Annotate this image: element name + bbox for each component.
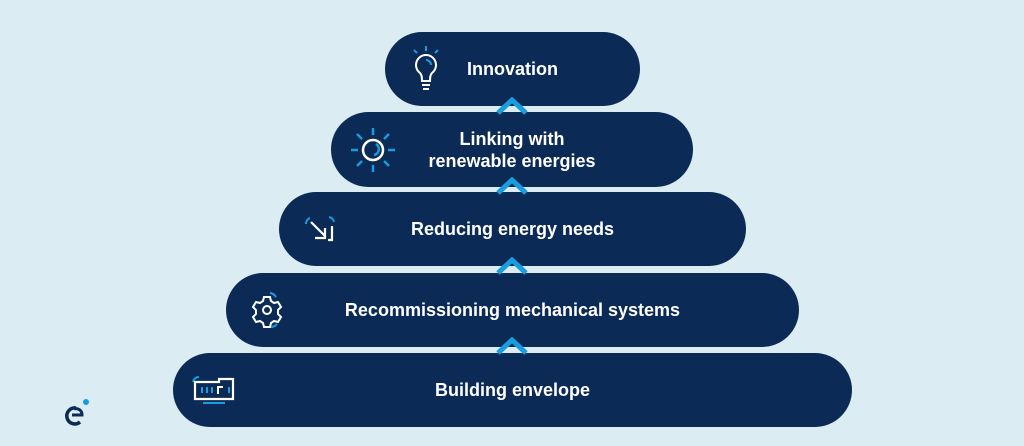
lightbulb-icon bbox=[413, 46, 439, 90]
level-renewables: Linking with renewable energies bbox=[331, 112, 693, 187]
level-label: Innovation bbox=[467, 59, 558, 79]
level-reducing-energy: Reducing energy needs bbox=[279, 192, 746, 266]
level-recommissioning: Recommissioning mechanical systems bbox=[226, 273, 799, 347]
level-label: Linking with renewable energies bbox=[428, 128, 596, 171]
chevron-up-icon bbox=[496, 177, 528, 195]
arrow-reduce-icon bbox=[305, 216, 335, 242]
level-label: Reducing energy needs bbox=[410, 219, 615, 239]
level-label: Building envelope bbox=[434, 380, 590, 400]
brand-logo-icon bbox=[65, 399, 89, 426]
sun-icon bbox=[351, 127, 395, 172]
chevron-up-icon bbox=[496, 337, 528, 355]
chevron-up-icon bbox=[496, 257, 528, 275]
level-innovation: Innovation bbox=[385, 32, 640, 106]
chevron-up-icon bbox=[496, 97, 528, 115]
level-label: Recommissioning mechanical systems bbox=[344, 300, 681, 320]
gear-icon bbox=[251, 292, 283, 328]
level-building-envelope: Building envelope bbox=[173, 353, 852, 427]
building-icon bbox=[192, 375, 235, 404]
